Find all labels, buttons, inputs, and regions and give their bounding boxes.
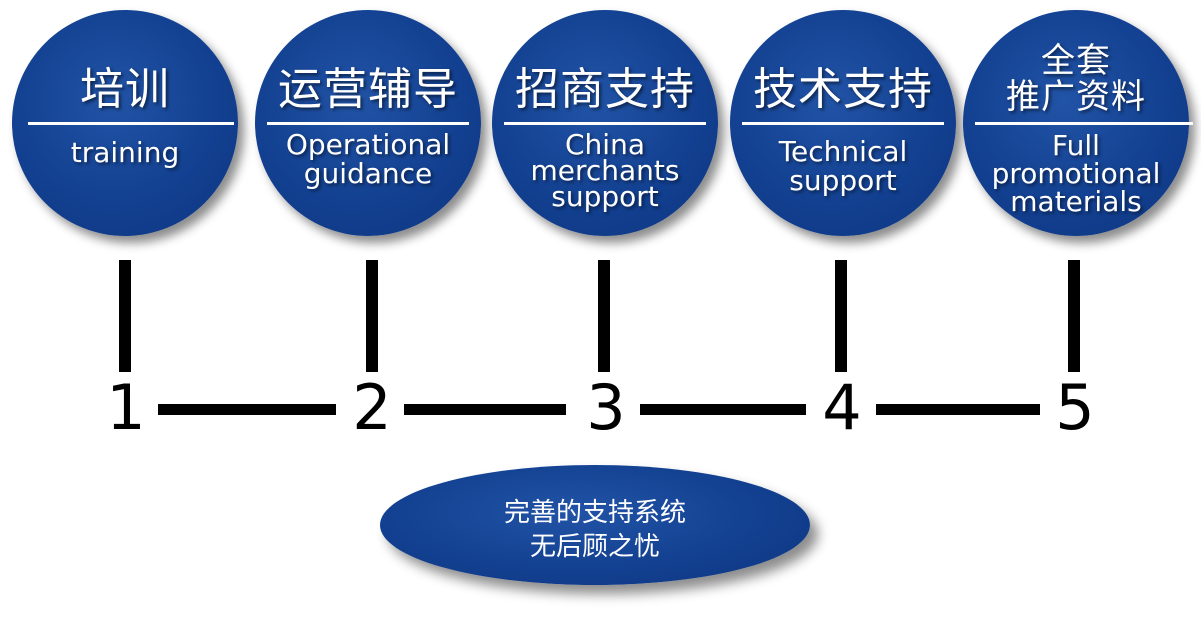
- step-number-1: 1: [106, 371, 146, 444]
- step-title-zh-line2: 推广资料: [1006, 77, 1146, 117]
- horizontal-connector-4-5: [876, 404, 1040, 415]
- step-title-zh-line1: 全套: [1041, 41, 1111, 81]
- summary-line-2: 无后顾之忧: [529, 532, 660, 562]
- vertical-connector-3: [598, 260, 610, 372]
- step-number-2: 2: [352, 371, 392, 444]
- step-title-en: Technical support: [778, 135, 908, 197]
- step-number-5: 5: [1055, 371, 1095, 444]
- step-circle-operational-guidance: 运营辅导 Operational guidance: [255, 10, 481, 236]
- step-title-en: Full promotional materials: [991, 129, 1161, 218]
- step-divider: [742, 122, 944, 125]
- step-divider: [267, 122, 469, 125]
- step-title-en: Operational guidance: [285, 128, 451, 190]
- vertical-connector-4: [835, 260, 847, 372]
- summary-line-1: 完善的支持系统: [503, 498, 686, 528]
- step-title-zh: 运营辅导: [278, 64, 458, 115]
- step-divider: [975, 122, 1193, 125]
- step-circle-technical-support: 技术支持 Technical support: [730, 10, 956, 236]
- step-circle-merchants-support: 招商支持 China merchants support: [492, 10, 718, 236]
- horizontal-connector-2-3: [404, 404, 566, 415]
- step-title-en: training: [70, 136, 180, 169]
- vertical-connector-5: [1068, 260, 1080, 372]
- step-number-4: 4: [822, 371, 862, 444]
- vertical-connector-2: [366, 260, 378, 372]
- vertical-connector-1: [119, 260, 131, 372]
- step-circle-promotional-materials: 全套 推广资料 Full promotional materials: [963, 10, 1193, 236]
- step-circle-training: 培训 training: [12, 10, 238, 236]
- step-divider: [504, 122, 706, 125]
- step-title-zh: 培训: [80, 64, 170, 115]
- horizontal-connector-3-4: [640, 404, 806, 415]
- step-title-zh: 招商支持: [515, 64, 695, 115]
- summary-ellipse: 完善的支持系统 无后顾之忧: [380, 465, 810, 585]
- horizontal-connector-1-2: [158, 404, 336, 415]
- step-title-zh: 技术支持: [753, 64, 933, 115]
- step-divider: [28, 122, 234, 125]
- step-number-3: 3: [586, 371, 626, 444]
- step-title-en: China merchants support: [530, 128, 680, 213]
